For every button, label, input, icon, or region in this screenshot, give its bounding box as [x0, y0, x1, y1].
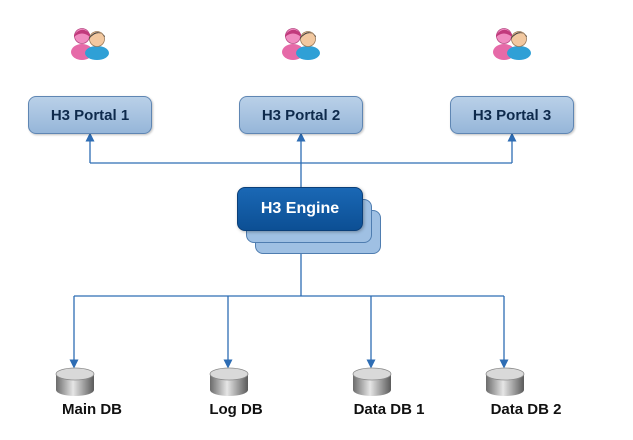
data-db-1-label: Data DB 1: [353, 401, 425, 418]
database-icon: [485, 367, 525, 396]
database-icon: [209, 367, 249, 396]
engine-box: H3 Engine: [237, 187, 363, 231]
users-icon: [493, 28, 531, 60]
portal-2-box: H3 Portal 2: [239, 96, 363, 134]
database-icon: [352, 367, 392, 396]
main-db-label: Main DB: [62, 401, 122, 418]
portal-3-box: H3 Portal 3: [450, 96, 574, 134]
users-icon: [71, 28, 109, 60]
database-icon: [55, 367, 95, 396]
log-db-label: Log DB: [209, 401, 263, 418]
users-icon: [282, 28, 320, 60]
data-db-2-label: Data DB 2: [490, 401, 562, 418]
portal-1-box: H3 Portal 1: [28, 96, 152, 134]
